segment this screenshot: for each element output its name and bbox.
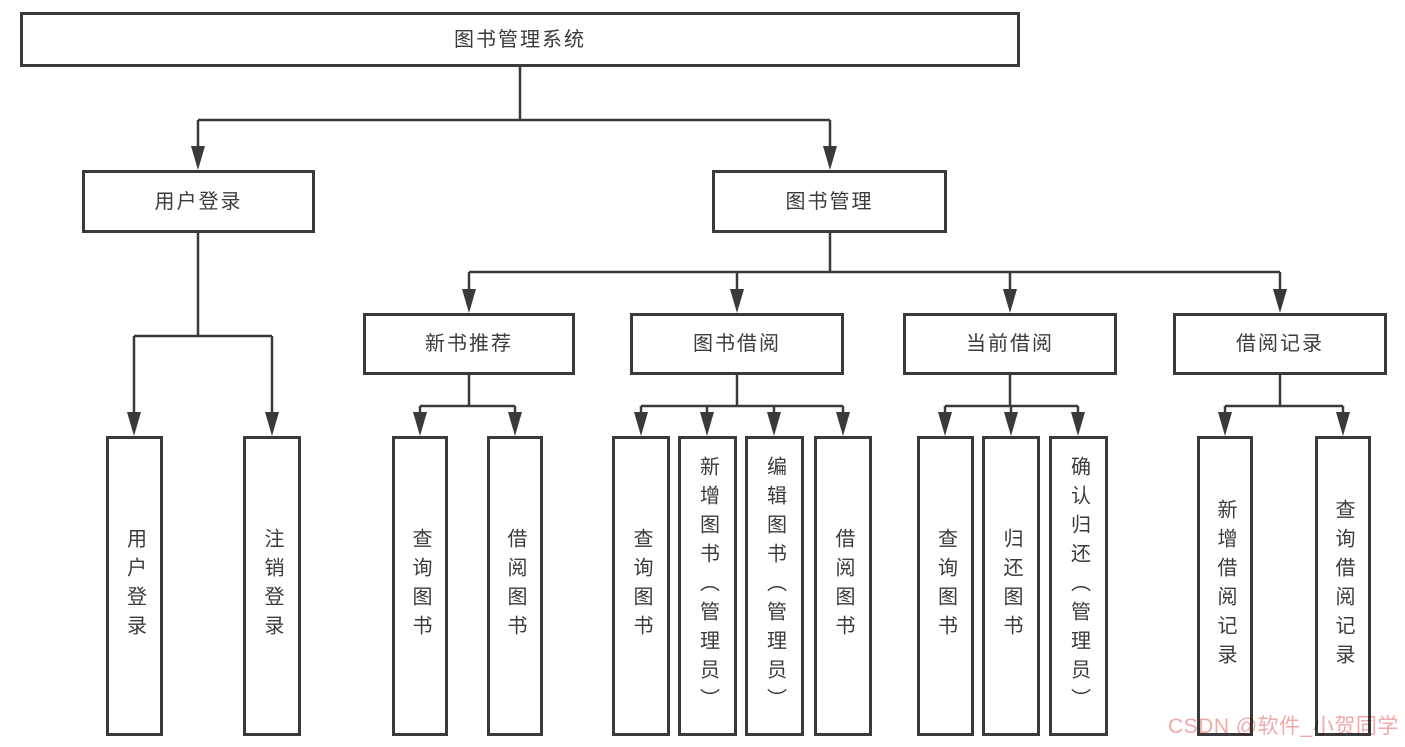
leaf-user-login: 用户登录: [106, 436, 163, 736]
arrow-icon: [1071, 412, 1085, 436]
leaf-confirm-return-admin: 确认归还（管理员）: [1049, 436, 1108, 736]
arrow-icon: [938, 412, 952, 436]
arrow-icon: [191, 146, 205, 170]
node-book-management: 图书管理: [712, 170, 947, 233]
node-current-borrowing: 当前借阅: [903, 313, 1117, 375]
arrow-icon: [127, 412, 141, 436]
leaf-borrow-books-borrowing: 借阅图书: [814, 436, 872, 736]
connector: [943, 375, 1080, 414]
arrow-icon: [265, 412, 279, 436]
arrow-icon: [1273, 289, 1287, 313]
node-book-borrowing: 图书借阅: [630, 313, 844, 375]
watermark: CSDN @软件_小贺同学: [1168, 715, 1399, 738]
connector: [132, 233, 274, 414]
arrow-icon: [1336, 412, 1350, 436]
node-borrowing-records: 借阅记录: [1173, 313, 1387, 375]
arrow-icon: [1003, 289, 1017, 313]
arrow-icon: [1004, 412, 1018, 436]
arrowheads: [127, 146, 1350, 436]
node-new-book-recommend: 新书推荐: [363, 313, 575, 375]
leaf-query-books-borrowing: 查询图书: [612, 436, 670, 736]
leaf-add-borrow-record: 新增借阅记录: [1197, 436, 1253, 736]
arrow-icon: [462, 289, 476, 313]
connector: [1223, 375, 1345, 414]
node-user-login: 用户登录: [82, 170, 315, 233]
arrow-icon: [836, 412, 850, 436]
leaf-query-books-recommend: 查询图书: [392, 436, 448, 736]
leaf-logout: 注销登录: [243, 436, 301, 736]
arrow-icon: [413, 412, 427, 436]
leaf-borrow-books-recommend: 借阅图书: [487, 436, 543, 736]
arrow-icon: [634, 412, 648, 436]
connector: [418, 375, 517, 414]
arrow-icon: [767, 412, 781, 436]
arrow-icon: [700, 412, 714, 436]
arrow-icon: [823, 146, 837, 170]
connector: [196, 67, 832, 150]
arrow-icon: [730, 289, 744, 313]
leaf-return-books: 归还图书: [982, 436, 1040, 736]
leaf-edit-books-admin: 编辑图书（管理员）: [745, 436, 804, 736]
leaf-add-books-admin: 新增图书（管理员）: [678, 436, 737, 736]
connector: [639, 375, 845, 414]
connector: [467, 232, 1282, 291]
leaf-query-borrow-record: 查询借阅记录: [1315, 436, 1371, 736]
arrow-icon: [508, 412, 522, 436]
node-root-system: 图书管理系统: [20, 12, 1020, 67]
leaf-query-books-current: 查询图书: [917, 436, 974, 736]
arrow-icon: [1218, 412, 1232, 436]
